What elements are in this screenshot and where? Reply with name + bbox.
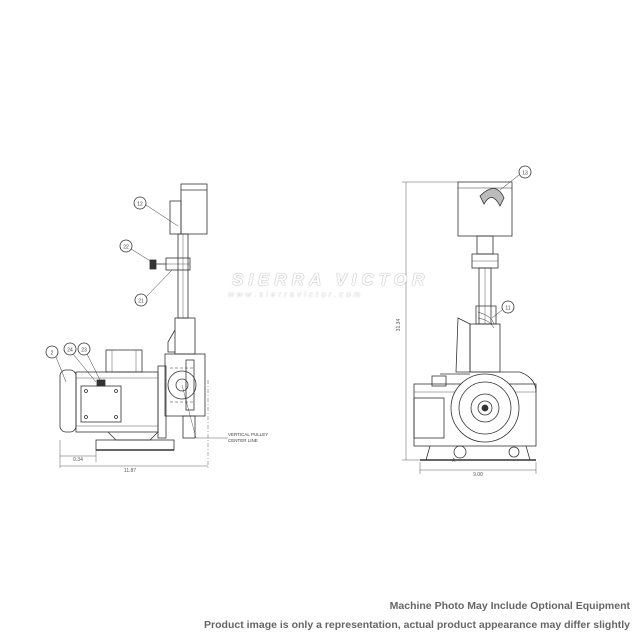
front-view: 13 11 A 31.34 9.00 — [396, 165, 537, 478]
disclaimer-line-1: Machine Photo May Include Optional Equip… — [389, 600, 630, 612]
pulley-centerline-label-2: CENTER LINE — [228, 438, 258, 443]
balloon-23: 23 — [77, 342, 101, 381]
svg-text:12: 12 — [137, 202, 143, 208]
balloon-13: 13 — [499, 165, 532, 191]
svg-text:2: 2 — [51, 351, 54, 357]
dimension-right-width: 9.00 — [473, 472, 483, 478]
svg-text:13: 13 — [522, 171, 528, 177]
svg-text:24: 24 — [67, 348, 73, 354]
svg-text:11: 11 — [505, 306, 510, 312]
disclaimer-line-2: Product image is only a representation, … — [204, 619, 630, 631]
balloon-21: 21 — [134, 269, 173, 307]
svg-text:21: 21 — [138, 299, 144, 305]
balloon-2: 2 — [45, 345, 67, 383]
technical-drawing: 12 22 21 2 24 23 VERTICAL PULLEY CEN — [45, 165, 537, 478]
dimension-left-offset: 0.34 — [73, 457, 83, 463]
section-marker-a: A — [452, 458, 456, 464]
dimension-left-width: 11.87 — [124, 468, 136, 474]
side-view: 12 22 21 2 24 23 VERTICAL PULLEY CEN — [45, 183, 268, 474]
watermark-url: www.sierravictor.com — [228, 290, 364, 299]
dimension-right-height: 31.34 — [396, 319, 402, 332]
svg-text:23: 23 — [81, 348, 87, 354]
svg-text:22: 22 — [123, 245, 129, 251]
balloon-11: 11 — [491, 300, 515, 319]
balloon-22: 22 — [119, 239, 153, 263]
pulley-centerline-label-1: VERTICAL PULLEY — [228, 432, 268, 437]
balloon-12: 12 — [133, 196, 179, 227]
balloon-24: 24 — [63, 342, 97, 383]
watermark-brand: SIERRA VICTOR — [232, 270, 430, 289]
